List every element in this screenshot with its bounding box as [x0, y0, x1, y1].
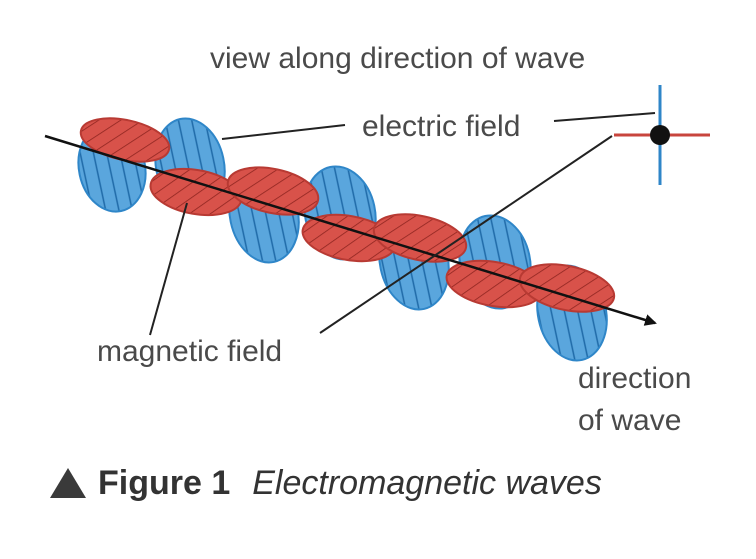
figure-caption: Figure 1 Electromagnetic waves — [50, 458, 602, 508]
caption-triangle-icon — [50, 468, 86, 498]
magnetic-lobe — [226, 166, 320, 216]
electric-field-leader-line — [221, 124, 346, 140]
direction-axis-arrow — [44, 134, 657, 326]
magnetic-field-label: magnetic field — [97, 335, 282, 368]
magnetic-field-wave — [79, 117, 616, 313]
figure-title: Electromagnetic waves — [252, 463, 602, 502]
view-leader-line — [319, 135, 613, 334]
direction-of-wave-label-line2: of wave — [578, 404, 681, 437]
magnetic-lobe — [518, 263, 616, 313]
figure-number: Figure 1 — [98, 463, 231, 502]
magnetic-field-leader-line — [149, 202, 188, 336]
end-on-view-symbol — [614, 85, 710, 185]
end-on-wave-dot — [650, 125, 670, 145]
direction-of-wave-label-line1: direction — [578, 362, 691, 395]
electric-field-label: electric field — [362, 110, 520, 143]
view-along-direction-label: view along direction of wave — [210, 42, 585, 75]
electric-field-leader-line-right — [553, 112, 656, 122]
